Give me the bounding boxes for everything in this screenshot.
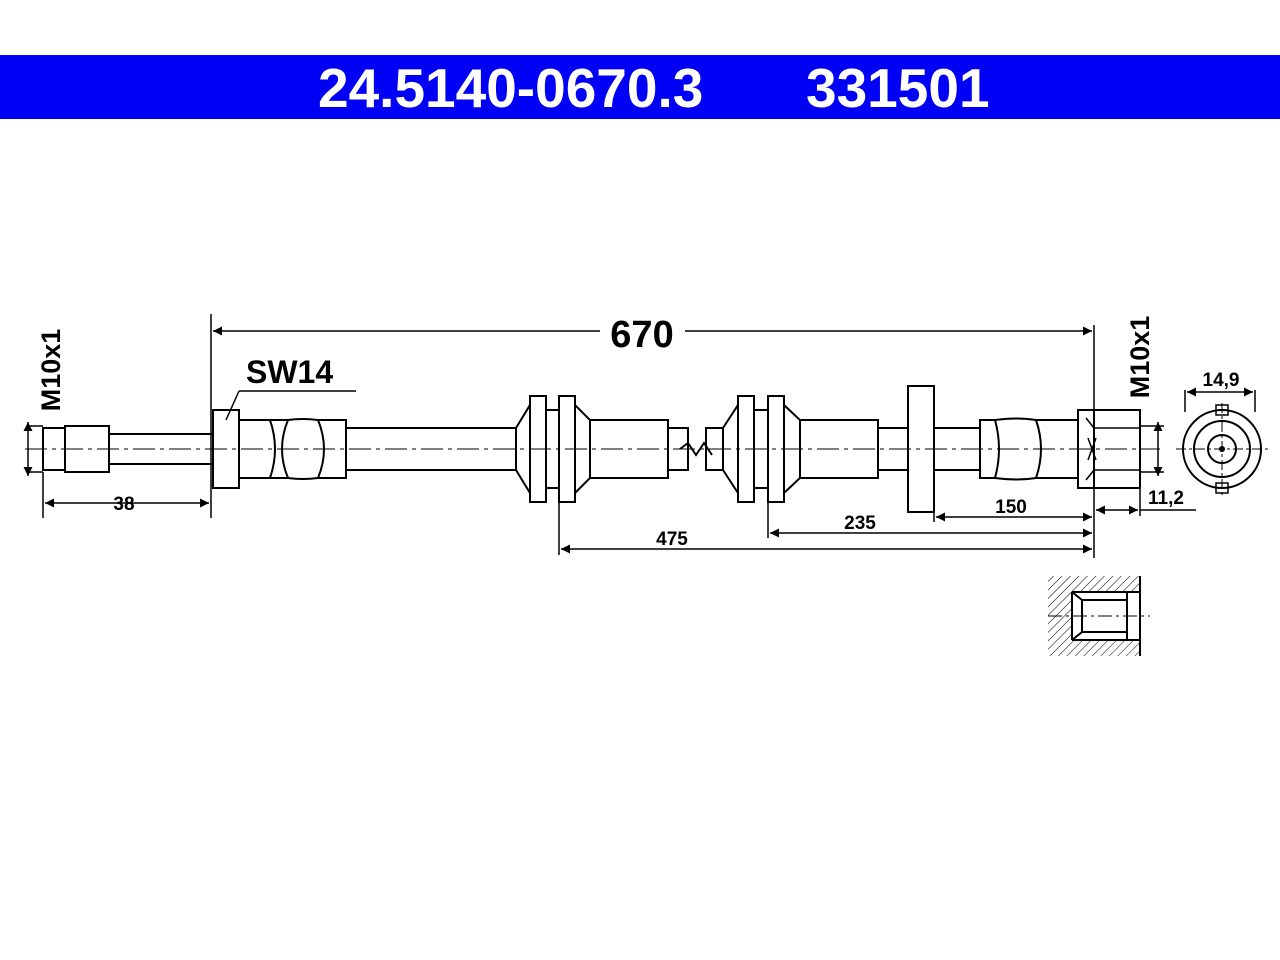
right-nut bbox=[1093, 409, 1141, 489]
dim-150: 150 bbox=[995, 497, 1027, 518]
wrench-size-label: SW14 bbox=[246, 354, 333, 390]
dim-total-length: 670 bbox=[610, 314, 673, 356]
thread-right-label: M10x1 bbox=[1125, 316, 1155, 399]
section-detail bbox=[1048, 576, 1150, 656]
header-bar bbox=[0, 55, 1280, 119]
dim-475: 475 bbox=[656, 529, 688, 550]
thread-left-label: M10x1 bbox=[36, 329, 66, 412]
dimension-lines bbox=[23, 314, 1256, 558]
dim-235: 235 bbox=[844, 513, 876, 534]
dim-14-9: 14,9 bbox=[1203, 370, 1240, 391]
reference-number: 331501 bbox=[806, 57, 990, 119]
dim-38: 38 bbox=[113, 494, 134, 515]
part-number: 24.5140-0670.3 bbox=[318, 57, 704, 119]
dim-11-2: 11,2 bbox=[1148, 488, 1184, 509]
